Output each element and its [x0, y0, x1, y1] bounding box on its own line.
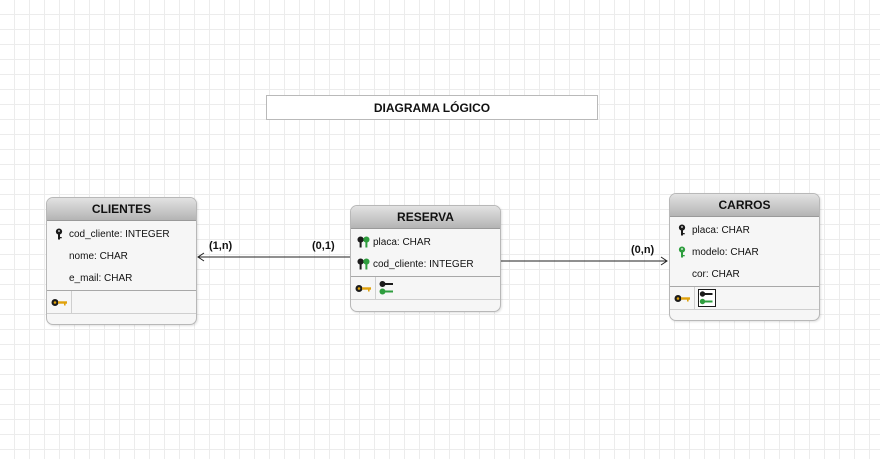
- attribute-label: cor: CHAR: [692, 268, 740, 280]
- entity-carros[interactable]: CARROS placa: CHAR modelo: CHAR cor: CHA…: [669, 193, 820, 321]
- foreign-key-index-icon[interactable]: [695, 287, 716, 309]
- key-section: [351, 277, 500, 300]
- primary-key-icon: [673, 246, 691, 258]
- attribute-row[interactable]: cod_cliente: INTEGER: [351, 253, 500, 275]
- attribute-label: modelo: CHAR: [692, 246, 759, 258]
- attribute-label: e_mail: CHAR: [69, 272, 133, 284]
- entity-clientes[interactable]: CLIENTES cod_cliente: INTEGER nome: CHAR…: [46, 197, 197, 325]
- attribute-label: nome: CHAR: [69, 250, 128, 262]
- attribute-row[interactable]: placa: CHAR: [670, 219, 819, 241]
- entity-reserva[interactable]: RESERVA placa: CHAR cod_cliente: INTEGER: [350, 205, 501, 312]
- key-section: [47, 291, 196, 314]
- attribute-label: cod_cliente: INTEGER: [373, 258, 474, 270]
- attribute-row[interactable]: e_mail: CHAR: [47, 267, 196, 289]
- foreign-key-index-icon: [376, 277, 395, 299]
- attribute-label: placa: CHAR: [692, 224, 750, 236]
- key-index-icon: [351, 277, 376, 299]
- attribute-label: placa: CHAR: [373, 236, 431, 248]
- primary-foreign-key-icon: [354, 258, 372, 270]
- cardinality-reserva-clientes: (0,1): [312, 240, 335, 252]
- primary-foreign-key-icon: [354, 236, 372, 248]
- attribute-row[interactable]: cod_cliente: INTEGER: [47, 223, 196, 245]
- entity-title: RESERVA: [351, 206, 500, 229]
- arrowhead-clientes: [197, 252, 205, 262]
- cardinality-clientes: (1,n): [209, 240, 233, 252]
- attribute-row[interactable]: nome: CHAR: [47, 245, 196, 267]
- attribute-label: cod_cliente: INTEGER: [69, 228, 170, 240]
- entity-title: CLIENTES: [47, 198, 196, 221]
- key-index-icon: [670, 287, 695, 309]
- entity-title: CARROS: [670, 194, 819, 217]
- arrowhead-carros: [660, 256, 668, 266]
- attribute-row[interactable]: modelo: CHAR: [670, 241, 819, 263]
- key-index-icon: [47, 291, 72, 313]
- primary-key-icon: [50, 228, 68, 240]
- primary-key-icon: [673, 224, 691, 236]
- diagram-title: DIAGRAMA LÓGICO: [266, 95, 598, 120]
- attribute-row[interactable]: cor: CHAR: [670, 263, 819, 285]
- cardinality-carros: (0,n): [631, 244, 655, 256]
- key-section: [670, 287, 819, 310]
- attribute-row[interactable]: placa: CHAR: [351, 231, 500, 253]
